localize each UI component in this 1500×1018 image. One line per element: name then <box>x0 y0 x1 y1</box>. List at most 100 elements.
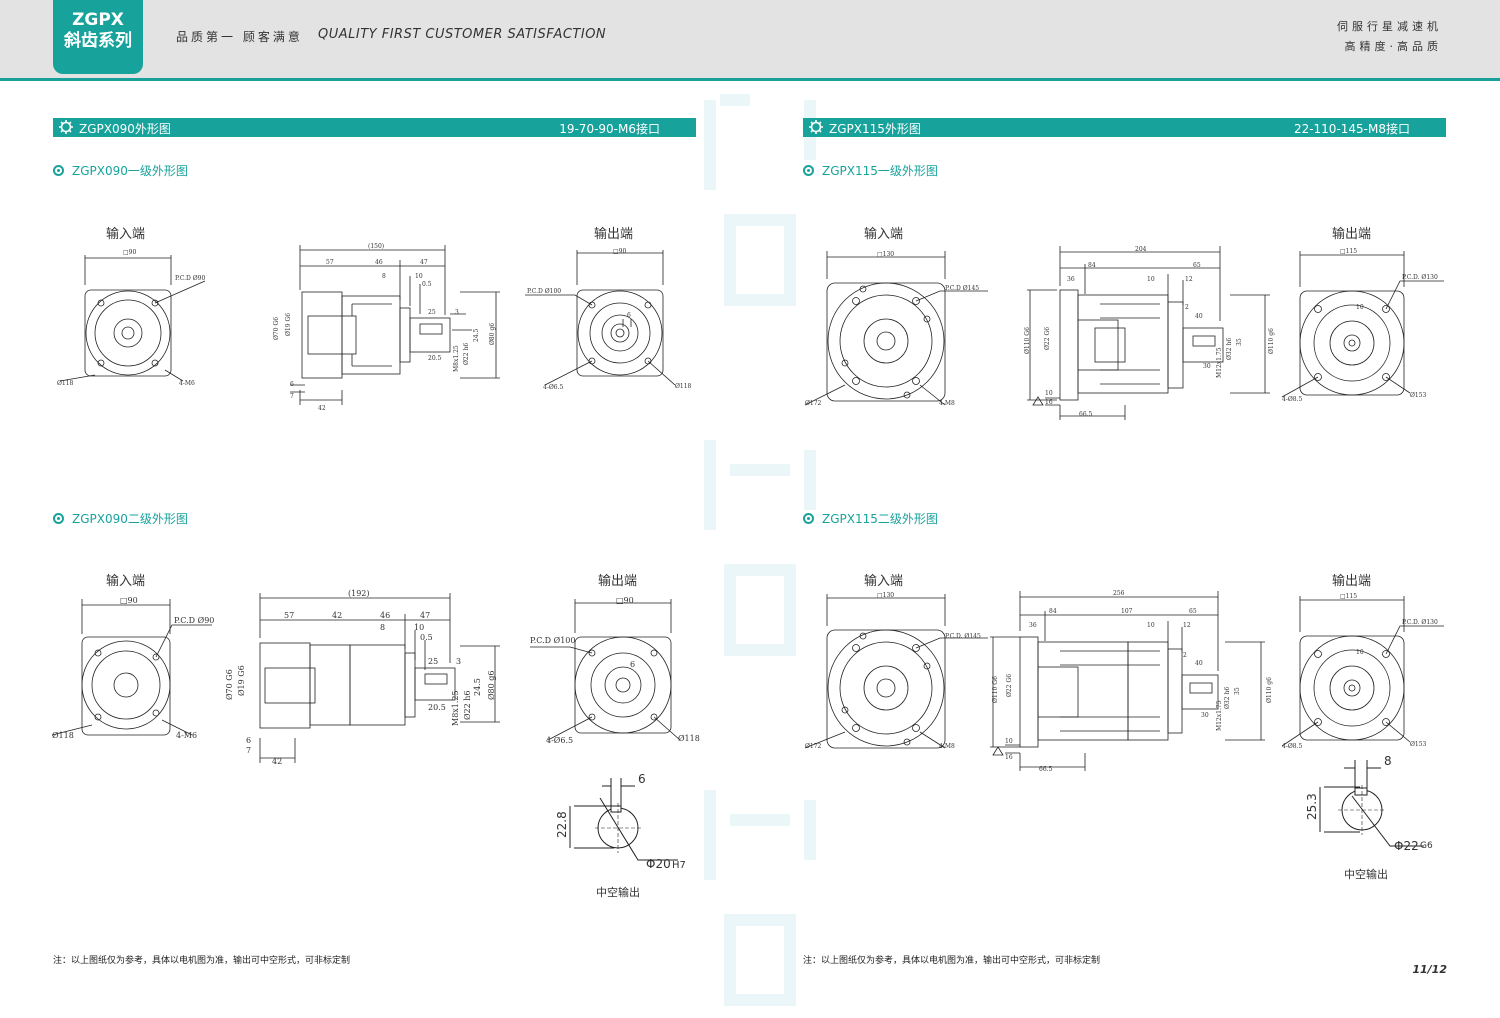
dim-label: Ø153 <box>1410 741 1427 748</box>
dim-label: Φ22 <box>1394 839 1419 853</box>
dim-label: 24.5 <box>473 328 480 342</box>
input-end-label: 输入端 <box>864 227 904 242</box>
dim-label: 10 <box>1356 649 1364 656</box>
dim-label: H7 <box>672 860 686 871</box>
dim-label: P.C.D Ø145 <box>945 285 979 292</box>
drawing-090-s2-output: □90 P.C.D Ø100 6 4-Ø6.5 Ø118 <box>530 596 700 745</box>
section-bar-zgpx115: ZGPX115外形图 22-110-145-M8接口 <box>803 118 1446 137</box>
dim-label: 107 <box>1121 608 1133 615</box>
dim-label: Ø22 h6 <box>463 343 470 365</box>
dim-label: 30 <box>1201 712 1209 719</box>
output-end-label: 输出端 <box>1332 227 1372 242</box>
dim-label: □90 <box>120 596 138 605</box>
bullet-icon <box>53 513 64 524</box>
dim-label: 4-M8 <box>939 400 955 407</box>
brand-model: ZGPX <box>72 10 124 30</box>
gear-icon <box>809 120 823 134</box>
dim-label: 10 <box>1356 304 1364 311</box>
drawing-090-s1-output: □90 P.C.D Ø100 6 4-Ø6.5 Ø118 <box>525 248 692 391</box>
drawing-115-s1-output: □115 P.C.D. Ø130 10 4-Ø8.5 Ø153 <box>1281 248 1444 403</box>
dim-label: □90 <box>616 596 634 605</box>
section-title: ZGPX090外形图 <box>79 122 171 136</box>
dim-label: Ø19 G6 <box>237 665 246 696</box>
dim-label: 47 <box>420 259 428 266</box>
subtitle-115-stage1: ZGPX115一级外形图 <box>803 162 938 179</box>
footnote: 注：以上图纸仅为参考，具体以电机图为准，输出可中空形式，可非标定制 <box>53 956 351 966</box>
dim-label: 25 <box>428 309 436 316</box>
drawing-090-hollow-output: 6 22.8 Φ20 H7 <box>555 772 686 871</box>
dim-label: □130 <box>877 592 894 599</box>
input-end-label: 输入端 <box>106 574 146 589</box>
dim-label: Ø22 G6 <box>1044 327 1051 350</box>
dim-label: 16 <box>1045 399 1053 406</box>
dim-label: 47 <box>420 611 430 620</box>
dim-label: 10 <box>1147 622 1155 629</box>
dim-label: 4-Ø8.5 <box>1282 743 1302 750</box>
dim-label: 57 <box>284 611 294 620</box>
dim-label: 42 <box>318 405 326 412</box>
bullet-icon <box>803 165 814 176</box>
dim-label: Ø118 <box>52 731 74 740</box>
output-end-label: 输出端 <box>594 227 634 242</box>
dim-label: 84 <box>1088 262 1096 269</box>
dim-label: 10 <box>1005 738 1013 745</box>
dim-label: 256 <box>1113 590 1125 597</box>
dim-label: 12 <box>1185 276 1193 283</box>
section-title: ZGPX115外形图 <box>829 122 921 136</box>
dim-label: 4-M6 <box>179 380 195 387</box>
drawing-115-s2-side: 256 84 107 65 36 10 12 2 40 30 Ø110 G6 Ø… <box>990 590 1273 773</box>
dim-label: □90 <box>123 249 136 256</box>
dim-label: Ø118 <box>678 734 700 743</box>
input-end-label: 输入端 <box>106 227 146 242</box>
dim-label: 10 <box>1045 390 1053 397</box>
bullet-icon <box>803 513 814 524</box>
drawing-090-s2-input: □90 P.C.D Ø90 Ø118 4-M6 <box>51 596 214 740</box>
dim-label: 6 <box>290 381 294 388</box>
dim-label: Ø118 <box>57 380 74 387</box>
subtitle-090-stage1: ZGPX090一级外形图 <box>53 162 188 179</box>
dim-label: Ø70 G6 <box>225 669 234 700</box>
dim-label: Ø19 G6 <box>285 313 292 336</box>
dim-label: 204 <box>1135 246 1147 253</box>
hollow-output-label: 中空输出 <box>1344 868 1388 881</box>
drawing-115-s1-side: 204 84 65 36 10 12 2 40 30 Ø110 G6 Ø22 G… <box>1024 246 1275 420</box>
dim-label: P.C.D. Ø130 <box>1402 274 1438 281</box>
dim-label: Ø172 <box>805 743 822 750</box>
dim-label: 4-Ø6.5 <box>546 736 573 745</box>
dim-label: Ø32 h6 <box>1224 687 1231 709</box>
dim-label: Ø110 g6 <box>1266 677 1273 703</box>
dim-label: 25 <box>428 657 438 666</box>
dim-label: 7 <box>246 746 251 755</box>
gear-icon <box>59 120 73 134</box>
drawing-090-s2-side: (192) 57 42 46 47 8 10 0.5 25 3 20.5 Ø70… <box>225 589 500 766</box>
drawing-115-s2-input: □130 P.C.D. Ø145 Ø172 4-M8 <box>804 592 988 750</box>
dim-label: M12x1.75 <box>1216 347 1223 378</box>
dim-label: M8x1.25 <box>451 690 460 726</box>
dim-label: 25.3 <box>1305 793 1319 820</box>
dim-label: 12 <box>1183 622 1191 629</box>
dim-label: 8 <box>382 273 386 280</box>
dim-label: 35 <box>1234 687 1241 695</box>
brand-badge: ZGPX 斜齿系列 <box>53 0 143 74</box>
dim-label: 40 <box>1195 660 1203 667</box>
dim-label: 2 <box>1185 304 1189 311</box>
dim-label: M8x1.25 <box>453 345 460 372</box>
output-end-label: 输出端 <box>1332 574 1372 589</box>
dim-label: P.C.D. Ø145 <box>945 633 981 640</box>
dim-label: P.C.D. Ø130 <box>1402 619 1438 626</box>
dim-label: 3 <box>456 657 461 666</box>
dim-label: 66.5 <box>1039 766 1053 773</box>
dim-label: Ø80 g6 <box>487 671 496 701</box>
dim-label: 36 <box>1029 622 1037 629</box>
tagline-product: 伺服行星减速机 <box>1337 20 1442 33</box>
dim-label: 46 <box>380 611 390 620</box>
dim-label: 20.5 <box>428 355 442 362</box>
dim-label: Ø172 <box>805 400 822 407</box>
dim-label: Ø110 G6 <box>992 676 999 703</box>
dim-label: P.C.D Ø100 <box>530 636 575 645</box>
dim-label: 65 <box>1193 262 1201 269</box>
dim-label: 16 <box>1005 754 1013 761</box>
dim-label: 2 <box>1183 652 1187 659</box>
drawing-115-s2-output: □115 P.C.D. Ø130 10 4-Ø8.5 Ø153 <box>1281 593 1444 750</box>
brand-series: 斜齿系列 <box>64 31 132 51</box>
